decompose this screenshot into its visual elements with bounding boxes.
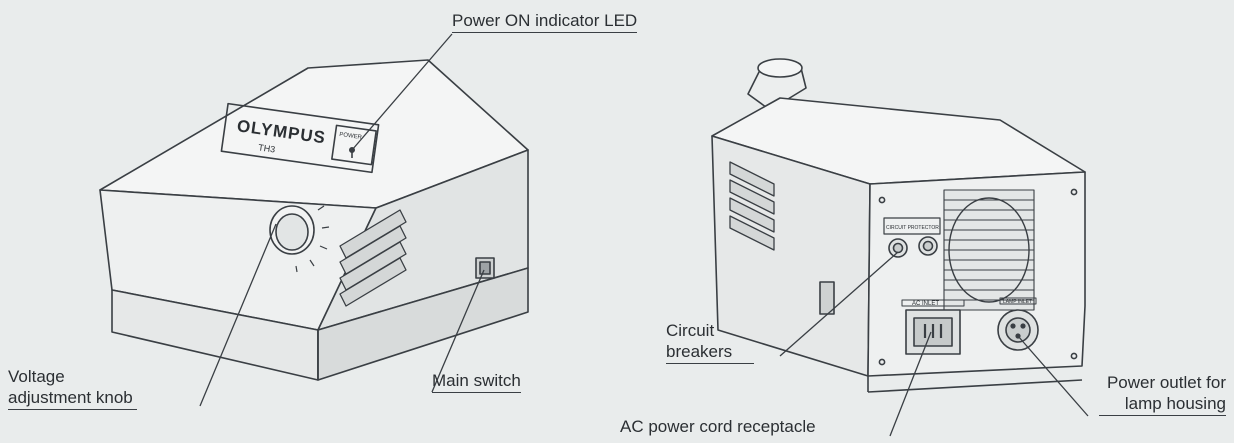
marking-lamp: LAMP INLET xyxy=(1003,299,1032,305)
front-unit xyxy=(100,60,528,380)
label-outlet-line2: lamp housing xyxy=(1099,393,1226,416)
marking-ac-inlet: AC INLET xyxy=(912,301,939,307)
marking-circuit: CIRCUIT PROTECTOR xyxy=(886,225,939,231)
fan-grille xyxy=(944,190,1034,310)
label-lamp-outlet: Power outlet for lamp housing xyxy=(1060,372,1226,416)
label-voltage-line2: adjustment knob xyxy=(8,387,137,410)
label-outlet-line1: Power outlet for xyxy=(1060,372,1226,393)
label-voltage-knob: Voltage adjustment knob xyxy=(8,366,137,410)
label-circuit-line1: Circuit xyxy=(666,320,754,341)
label-power-on-led: Power ON indicator LED xyxy=(452,10,637,33)
label-circuit-line2: breakers xyxy=(666,341,754,364)
label-circuit-breakers: Circuit breakers xyxy=(666,320,754,364)
rear-main-switch xyxy=(820,282,834,314)
label-main-switch: Main switch xyxy=(432,370,521,393)
label-ac-receptacle: AC power cord receptacle xyxy=(620,416,816,437)
label-voltage-line1: Voltage xyxy=(8,366,137,387)
